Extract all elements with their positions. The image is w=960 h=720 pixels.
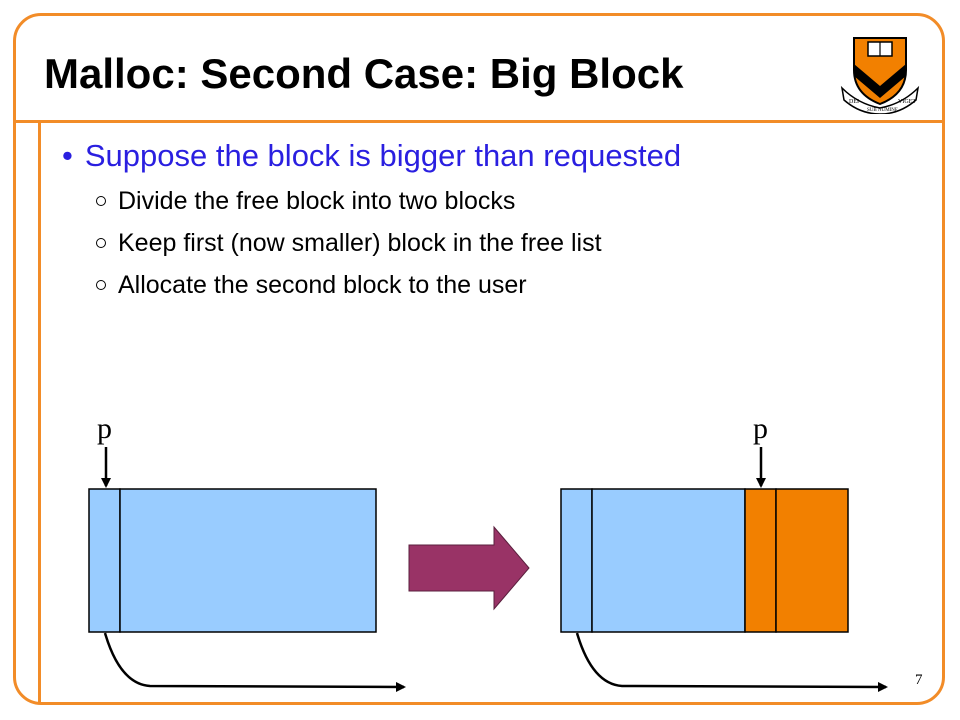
free-block-header-right — [560, 488, 593, 633]
princeton-shield-icon: DEI SUB NUMINE VIGET — [840, 37, 920, 114]
ribbon-text-mid: SUB NUMINE — [867, 108, 898, 113]
sub-bullet-text: Allocate the second block to the user — [118, 271, 527, 299]
slide-title: Malloc: Second Case: Big Block — [44, 50, 684, 97]
ring-bullet-icon — [96, 238, 106, 248]
slide-frame — [13, 13, 945, 705]
free-list-link-left — [103, 632, 406, 692]
shield-ribbon — [840, 85, 920, 114]
pointer-label-left: p — [97, 412, 112, 445]
ring-bullet-icon — [96, 280, 106, 290]
sub-bullet-1: Divide the free block into two blocks — [96, 187, 515, 216]
sub-bullet-2: Keep first (now smaller) block in the fr… — [96, 229, 602, 258]
free-block-body-right — [591, 488, 746, 633]
free-list-link-right — [575, 632, 888, 692]
ribbon-text-right: VIGET — [898, 99, 916, 105]
shield-chevron — [854, 64, 906, 98]
main-bullet: •Suppose the block is bigger than reques… — [62, 138, 682, 173]
left-divider — [38, 122, 41, 704]
sub-bullet-text: Divide the free block into two blocks — [118, 187, 516, 215]
free-block-body-left — [119, 488, 377, 633]
ring-bullet-icon — [96, 196, 106, 206]
pointer-label-right: p — [753, 412, 768, 445]
allocated-block-header — [744, 488, 777, 633]
main-bullet-text: Suppose the block is bigger than request… — [84, 138, 682, 173]
transition-arrow — [408, 525, 530, 611]
allocated-block-body — [775, 488, 849, 633]
title-divider — [14, 120, 944, 123]
sub-bullet-text: Keep first (now smaller) block in the fr… — [118, 229, 602, 257]
free-block-header-left — [88, 488, 121, 633]
sub-bullet-3: Allocate the second block to the user — [96, 271, 527, 300]
page-number: 7 — [915, 672, 923, 688]
ribbon-text-left: DEI — [849, 99, 859, 105]
